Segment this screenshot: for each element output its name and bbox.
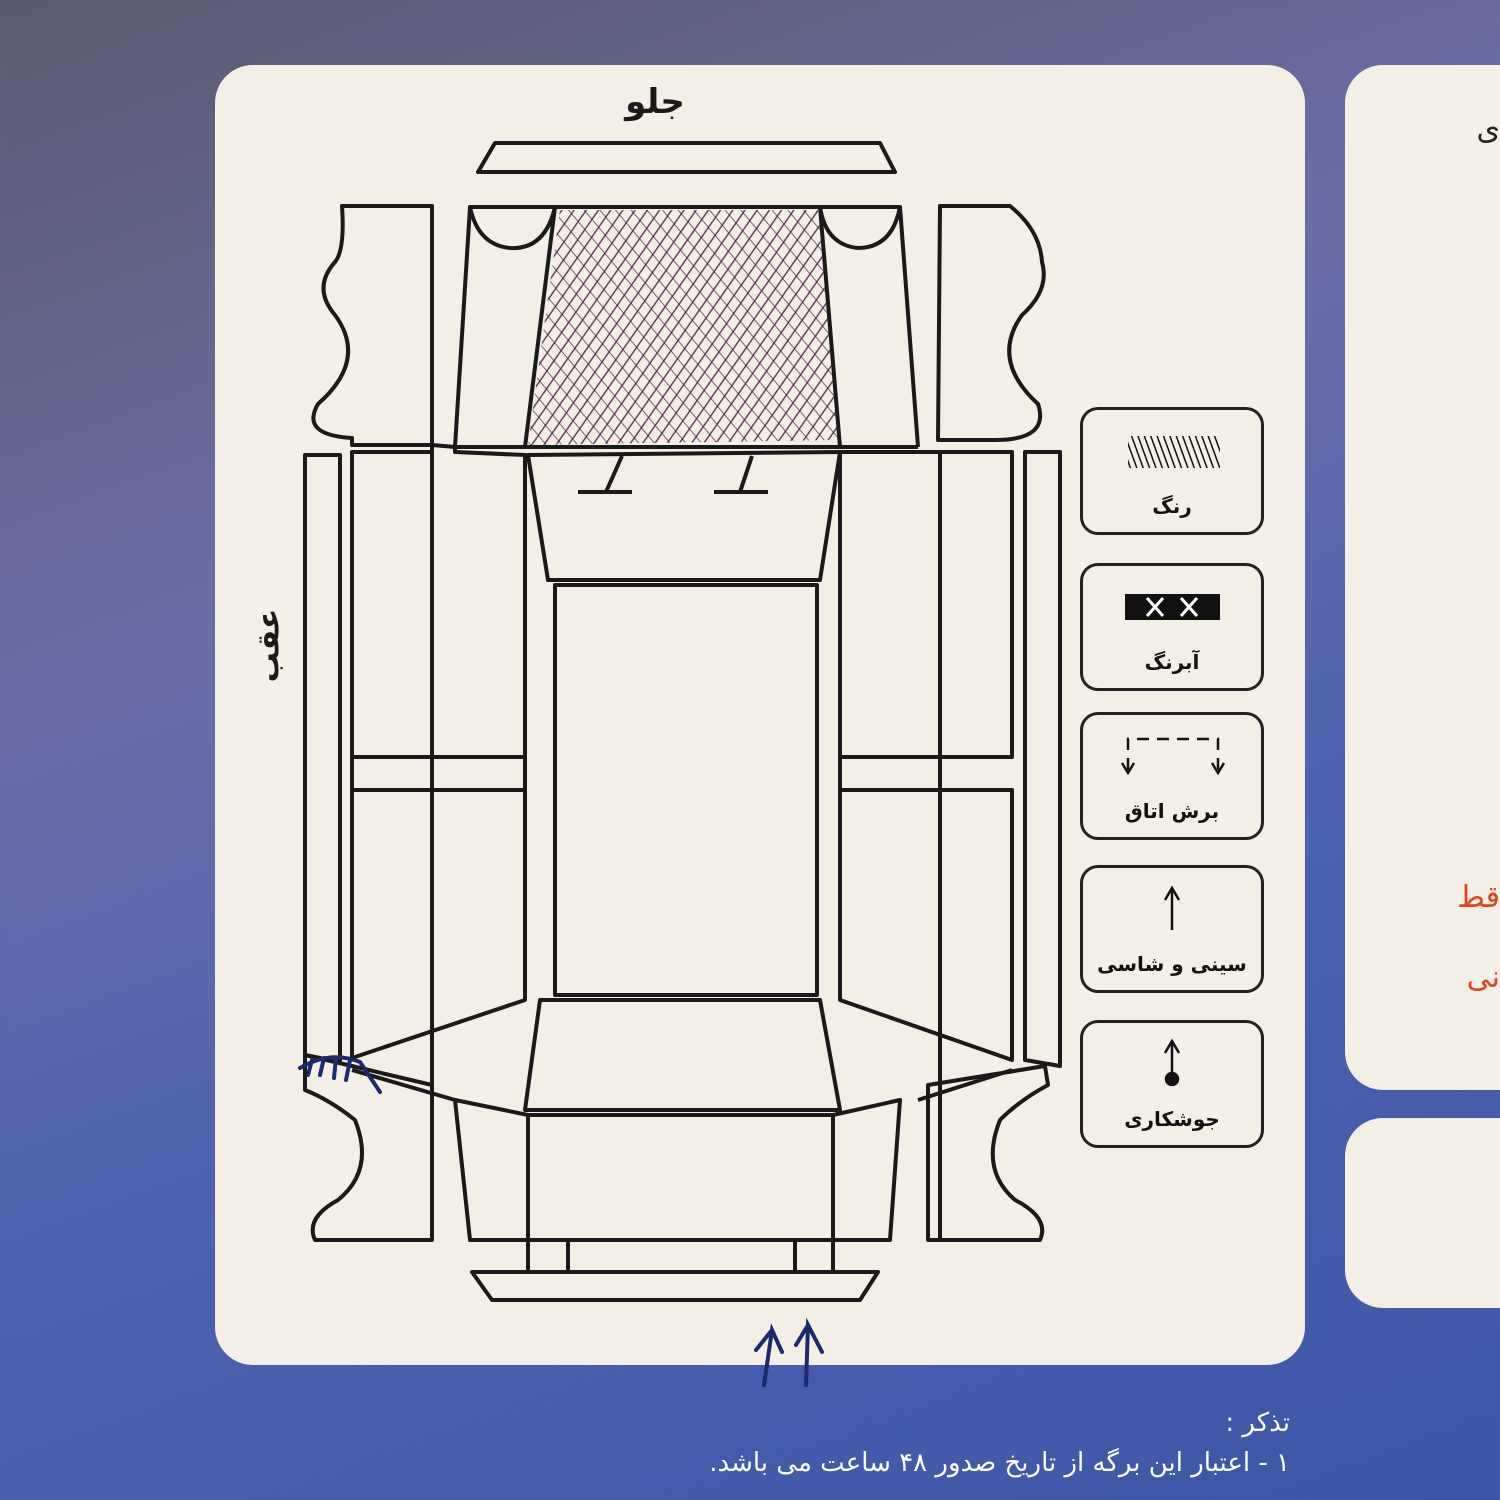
legend-watercolor: آبرنگ (1080, 563, 1264, 691)
legend-tray-chassis: سینی و شاسی (1080, 865, 1264, 993)
legend-cabin-cut-label: برش اتاق (1124, 799, 1220, 823)
rear-pen-arrow-1 (754, 1322, 784, 1387)
trunk-lid (526, 1113, 835, 1242)
windshield (526, 450, 842, 582)
rear-window (523, 998, 842, 1112)
front-bumper (476, 141, 897, 174)
left-rear-door (350, 788, 527, 1060)
left-sill (303, 453, 342, 1064)
front-label: جلو (625, 82, 685, 122)
right-sill (1023, 450, 1062, 1068)
roof (553, 583, 819, 997)
left-front-door (350, 443, 527, 759)
notes-section: تذکر : ۱ - اعتبار این برگه از تاریخ صدور… (390, 1408, 1290, 1488)
legend-watercolor-label: آبرنگ (1144, 650, 1200, 674)
right-wiper (714, 455, 768, 494)
notes-heading: تذکر : (1225, 1408, 1290, 1438)
front-right-arch (818, 205, 902, 250)
legend-tray-chassis-label: سینی و شاسی (1097, 952, 1247, 976)
legend-paint-label: رنگ (1152, 494, 1192, 518)
weld-arrow-icon (1163, 1038, 1181, 1087)
right-rear-fender (926, 1064, 1050, 1242)
left-rear-fender (303, 1053, 434, 1242)
paint-hatch-icon (1128, 436, 1220, 468)
left-rear-pen-mark (298, 1055, 382, 1094)
right-front-fender (936, 204, 1046, 442)
double-x-icon (1125, 594, 1220, 620)
legend-welding: جوشکاری (1080, 1020, 1264, 1148)
rear-pen-arrow-2 (794, 1317, 824, 1387)
legend-welding-label: جوشکاری (1124, 1107, 1220, 1131)
right-text-fragment-2: قط (1457, 880, 1500, 915)
right-rear-door (838, 788, 1014, 1062)
dashed-bracket-arrows-icon (1120, 737, 1226, 776)
legend-cabin-cut: برش اتاق (1080, 712, 1264, 840)
left-front-fender (311, 204, 434, 447)
right-text-fragment-3: نی (1466, 960, 1500, 995)
right-card-bottom (1345, 1118, 1500, 1308)
notes-line-1: ۱ - اعتبار این برگه از تاریخ صدور ۴۸ ساع… (709, 1448, 1290, 1478)
rear-bumper-drawn (470, 1270, 880, 1302)
up-arrow-icon (1163, 885, 1181, 930)
right-front-door (838, 450, 1014, 759)
rear-label: عقب (251, 608, 287, 683)
front-left-arch (468, 205, 557, 251)
right-text-fragment-1: ی (1476, 112, 1500, 147)
legend-paint: رنگ (1080, 407, 1264, 535)
right-card-top (1345, 65, 1500, 1090)
left-wiper (578, 455, 632, 494)
